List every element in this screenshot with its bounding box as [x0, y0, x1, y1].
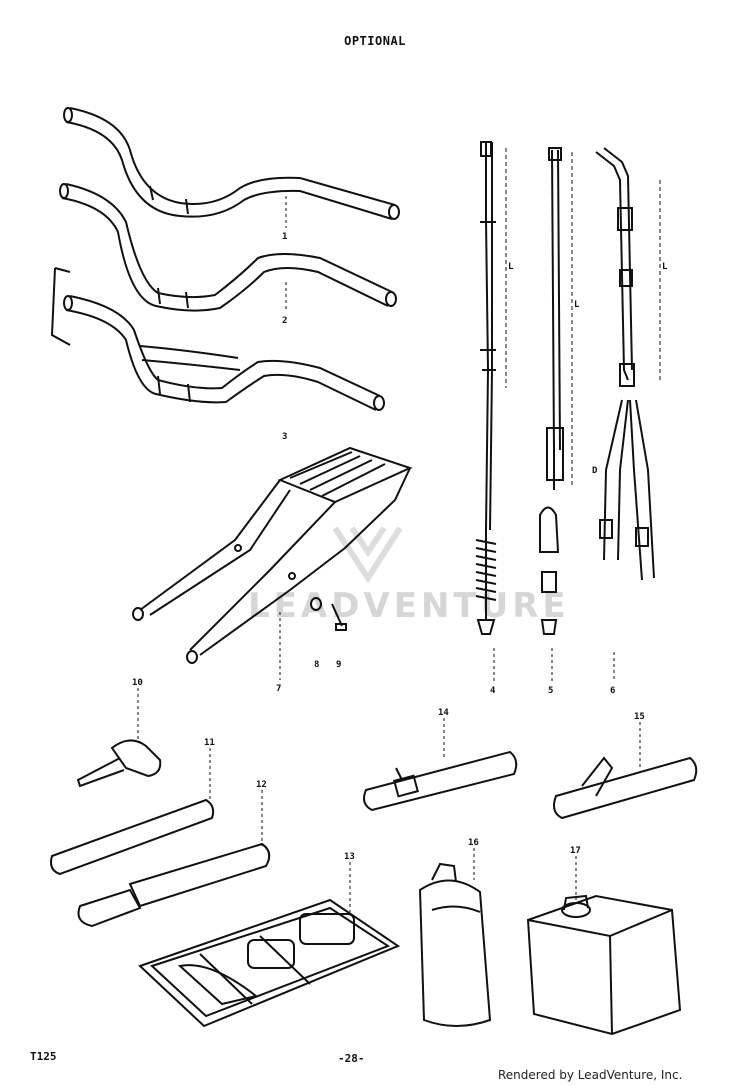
page-number: -28- [338, 1052, 365, 1065]
switch-assembly-15 [553, 722, 698, 820]
cable-5-length-mark: L [574, 300, 580, 310]
callout-9: 9 [336, 660, 342, 670]
oil-tin [526, 856, 682, 1036]
page-title: OPTIONAL [344, 34, 406, 48]
cable-4-length-mark: L [508, 262, 514, 272]
switch-assembly-14 [363, 718, 518, 812]
callout-8: 8 [314, 660, 320, 670]
credit-text: Rendered by LeadVenture, Inc. [498, 1068, 683, 1082]
callout-3: 3 [282, 432, 288, 442]
cable-6-dimension-mark: D [592, 466, 598, 476]
cable-6-length-mark: L [662, 262, 668, 272]
callout-6: 6 [610, 686, 616, 696]
callout-12: 12 [256, 780, 267, 790]
tire-pump [77, 790, 271, 928]
callout-1: 1 [282, 232, 288, 242]
rear-carrier [132, 446, 413, 664]
watermark-text: LEADVENTURE [248, 586, 570, 626]
callout-14: 14 [438, 708, 449, 718]
cable-5 [539, 147, 573, 635]
cable-4 [475, 141, 507, 635]
spark-plug-wrench [76, 688, 162, 788]
cable-6 [595, 147, 661, 581]
model-code: T125 [30, 1050, 57, 1063]
watermark-logo [332, 526, 403, 584]
tool-tube [50, 748, 215, 876]
callout-4: 4 [490, 686, 496, 696]
callout-5: 5 [548, 686, 554, 696]
bolt-and-washer [310, 597, 347, 631]
callout-10: 10 [132, 678, 143, 688]
oil-bottle [418, 848, 492, 1027]
callout-15: 15 [634, 712, 645, 722]
callout-13: 13 [344, 852, 355, 862]
callout-7: 7 [276, 684, 282, 694]
callout-11: 11 [204, 738, 215, 748]
bracket-mark [50, 267, 71, 346]
callout-16: 16 [468, 838, 479, 848]
handlebar-2 [59, 183, 397, 312]
handlebar-3 [63, 295, 385, 411]
callout-17: 17 [570, 846, 581, 856]
tool-kit-pouch [138, 862, 401, 1028]
callout-2: 2 [282, 316, 288, 326]
handlebar-1 [63, 107, 400, 220]
